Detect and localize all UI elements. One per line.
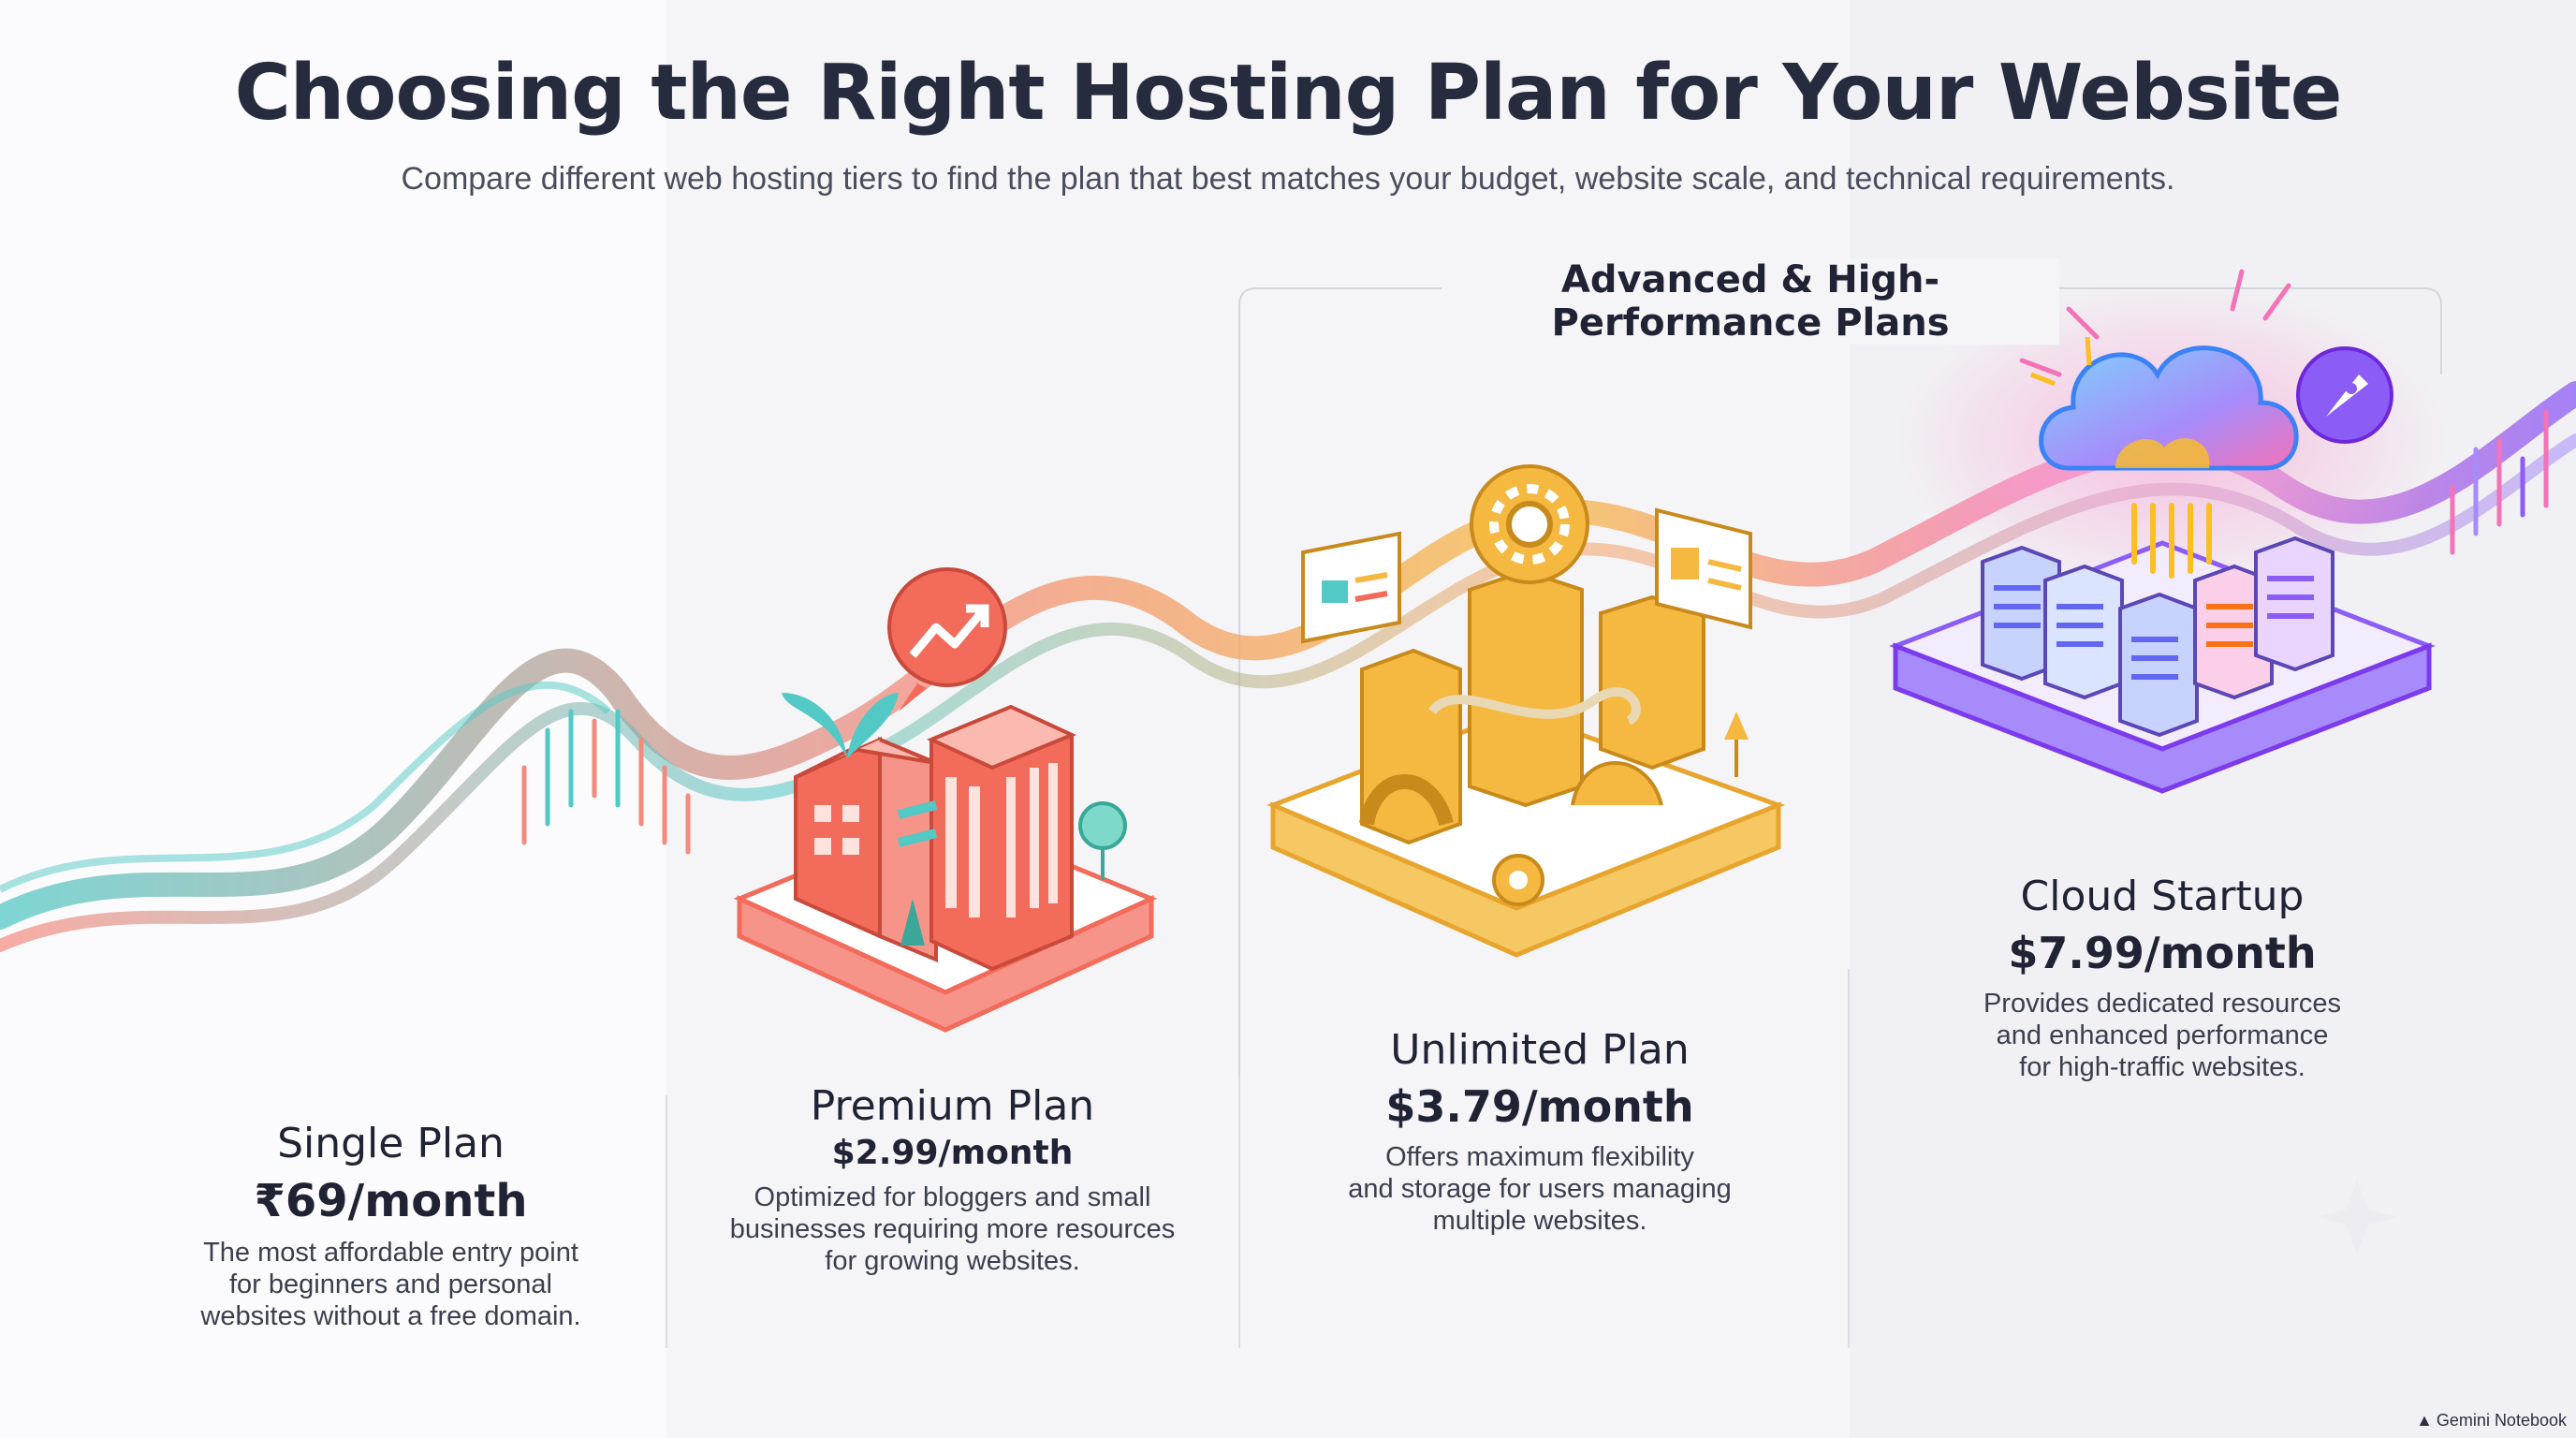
tree-icon [1078,801,1127,850]
growth-arrow-icon [887,567,1007,687]
page-subtitle: Compare different web hosting tiers to f… [401,161,2175,197]
divider-1 [666,1095,667,1348]
plan-price: $2.99/month [831,1134,1074,1172]
plan-price: ₹69/month [254,1175,528,1227]
plan-card-premium: Premium Plan $2.99/month Optimized for b… [688,1082,1217,1277]
plan-price: $7.99/month [2008,928,2317,978]
plan-description: The most affordable entry point for begi… [200,1238,581,1331]
notebook-icon: ▲ [2416,1411,2433,1430]
cloud-startup-illustration [1889,269,2452,794]
plan-price: $3.79/month [1385,1081,1694,1132]
page-title: Choosing the Right Hosting Plan for Your… [234,49,2343,138]
plan-description: Provides dedicated resources and enhance… [1983,989,2342,1082]
group-label: Advanced & High-Performance Plans [1442,258,2059,345]
plan-name: Premium Plan [810,1082,1095,1130]
wave-bars-right [2450,409,2549,555]
plan-card-single: Single Plan ₹69/month The most affordabl… [112,1120,669,1332]
plan-description: Offers maximum flexibility and storage f… [1348,1142,1732,1236]
plan-name: Single Plan [277,1120,505,1167]
browser-window-right [1655,507,1752,630]
gear-icon [1470,464,1589,584]
plan-card-cloud-startup: Cloud Startup $7.99/month Provides dedic… [1900,873,2424,1083]
watermark: ▲ Gemini Notebook [2416,1411,2567,1431]
cloud-icon [2039,345,2299,471]
watermark-label: Gemini Notebook [2436,1411,2567,1430]
plan-name: Cloud Startup [2020,873,2305,920]
premium-city-illustration [733,567,1158,1033]
plan-name: Unlimited Plan [1390,1026,1690,1074]
divider-3 [1848,969,1850,1348]
browser-window-left [1301,531,1401,644]
plan-card-unlimited: Unlimited Plan $3.79/month Offers maximu… [1273,1026,1807,1237]
divider-2 [1238,1077,1240,1348]
unlimited-illustration [1266,464,1786,958]
sparkle-icon [2316,1180,2398,1255]
wave-bars-left [521,709,691,855]
plan-description: Optimized for bloggers and small busines… [729,1182,1176,1276]
